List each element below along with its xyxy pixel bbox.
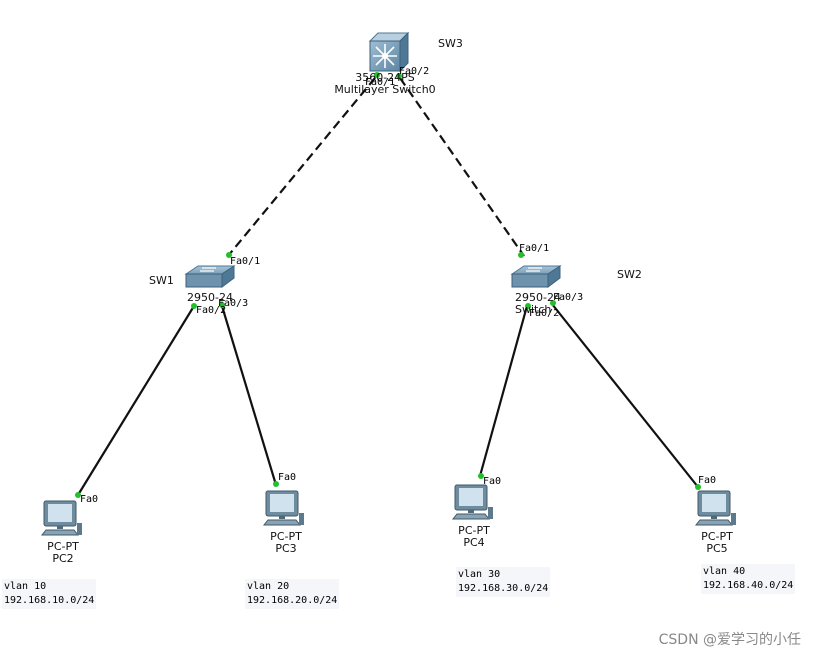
port-dot — [518, 252, 524, 258]
port-dot — [396, 73, 402, 79]
switch-icon[interactable] — [510, 265, 562, 288]
port-dot — [478, 473, 484, 479]
port-dot — [273, 481, 279, 487]
pc-icon[interactable] — [451, 484, 493, 520]
port-label-pc2-fa0: Fa0 — [80, 494, 99, 505]
port-label-pc3-fa0: Fa0 — [278, 472, 297, 483]
vlan-note-pc5[interactable]: vlan 40 192.168.40.0/24 — [701, 564, 796, 594]
link-sw2-pc4[interactable] — [478, 305, 529, 477]
port-dots — [75, 72, 701, 498]
sw1-model-label: 2950-24 — [187, 291, 233, 304]
pc2-name-label: PC2 — [52, 552, 74, 565]
port-label-sw3-fa02: Fa0/2 — [399, 66, 430, 77]
vlan-id: vlan 20 — [247, 581, 290, 592]
port-label-sw3-fa01: Fa0/1 — [365, 77, 396, 88]
port-label-sw2-fa03: Fa0/3 — [553, 292, 584, 303]
port-label-sw2-fa01: Fa0/1 — [519, 243, 550, 254]
port-label-sw1-fa03: Fa0/3 — [218, 298, 249, 309]
port-dot — [525, 303, 531, 309]
port-dot — [695, 484, 701, 490]
port-dot — [191, 303, 197, 309]
pc-icon[interactable] — [694, 490, 736, 526]
sw3-device-label: Multilayer Switch0 — [334, 83, 436, 96]
watermark: CSDN @爱学习的小任 — [658, 632, 801, 648]
vlan-note-pc4[interactable]: vlan 30 192.168.30.0/24 — [456, 567, 551, 597]
pc5-name-label: PC5 — [706, 542, 728, 555]
port-label-sw2-fa02: Fa0/2 — [529, 308, 560, 319]
switch-icon[interactable] — [184, 265, 236, 288]
link-sw1-pc3[interactable] — [220, 305, 278, 486]
port-label-pc4-fa0: Fa0 — [483, 476, 502, 487]
pc-icon[interactable] — [262, 490, 304, 526]
multilayer-switch-icon[interactable] — [368, 31, 410, 73]
port-dot — [374, 72, 380, 78]
subnet: 192.168.40.0/24 — [703, 580, 794, 591]
sw2-model-label: 2950-24 — [515, 291, 561, 304]
sw1-hostname: SW1 — [149, 274, 174, 287]
link-sw3-sw2[interactable] — [399, 77, 525, 257]
port-dot — [219, 302, 225, 308]
vlan-note-pc2[interactable]: vlan 10 192.168.10.0/24 — [2, 579, 97, 609]
pc3-name-label: PC3 — [275, 542, 297, 555]
port-dot — [75, 492, 81, 498]
link-sw1-pc2[interactable] — [77, 305, 195, 496]
link-sw2-pc5[interactable] — [551, 303, 699, 488]
link-sw3-sw1[interactable] — [227, 77, 376, 257]
vlan-note-pc3[interactable]: vlan 20 192.168.20.0/24 — [245, 579, 340, 609]
vlan-id: vlan 40 — [703, 566, 746, 577]
subnet: 192.168.20.0/24 — [247, 595, 338, 606]
port-dot — [550, 300, 556, 306]
pc-icon[interactable] — [40, 500, 82, 536]
pc4-type-label: PC-PT — [458, 524, 490, 537]
vlan-id: vlan 10 — [4, 581, 47, 592]
port-dot — [226, 252, 232, 258]
pc4-name-label: PC4 — [463, 536, 485, 549]
pc2-type-label: PC-PT — [47, 540, 79, 553]
port-label-sw1-fa02: Fa0/2 — [196, 305, 227, 316]
port-label-sw1-fa01: Fa0/1 — [230, 256, 261, 267]
vlan-id: vlan 30 — [458, 569, 501, 580]
pc5-type-label: PC-PT — [701, 530, 733, 543]
subnet: 192.168.10.0/24 — [4, 595, 95, 606]
sw3-model-label: 3560-24PS — [355, 71, 415, 84]
subnet: 192.168.30.0/24 — [458, 583, 549, 594]
sw3-hostname: SW3 — [438, 37, 463, 50]
sw2-hostname: SW2 — [617, 268, 642, 281]
port-label-pc5-fa0: Fa0 — [698, 475, 717, 486]
pc3-type-label: PC-PT — [270, 530, 302, 543]
sw2-device-label: Switch — [515, 303, 552, 316]
links-layer — [77, 77, 699, 496]
